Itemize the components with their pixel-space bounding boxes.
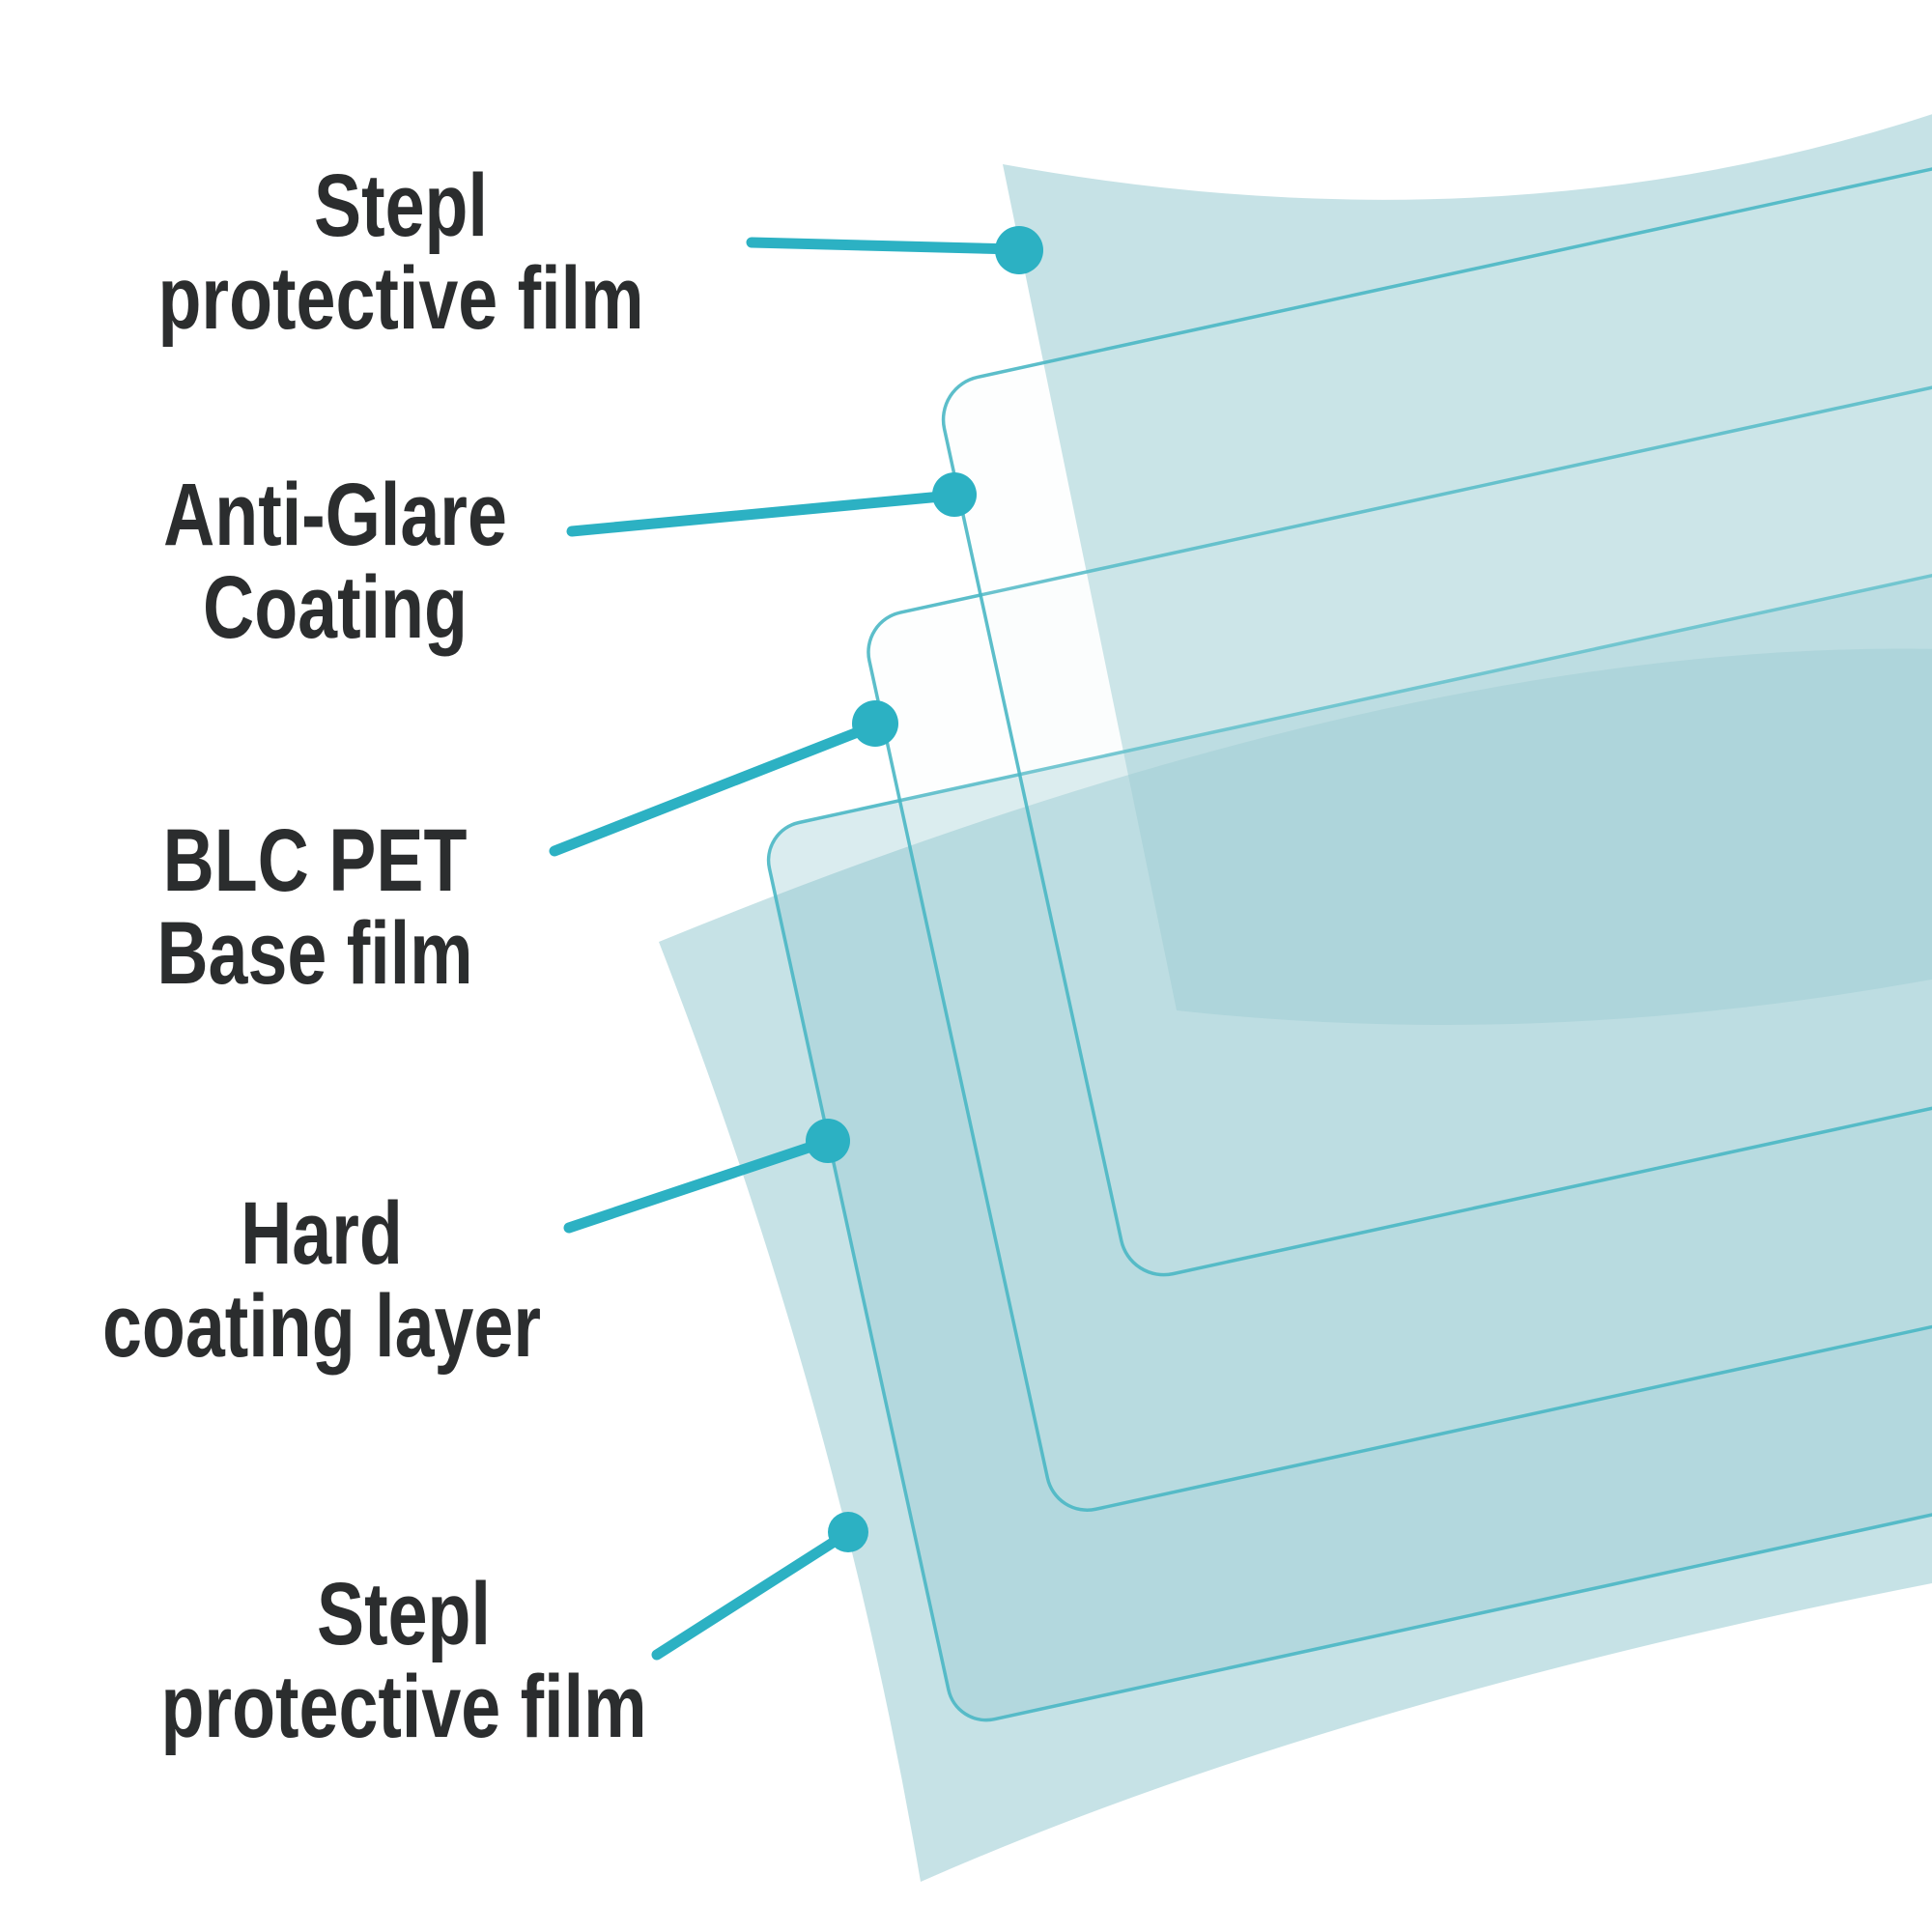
anchor-dot-stepl-top xyxy=(995,226,1043,274)
label-blc-pet-base-film: BLC PET Base film xyxy=(0,814,653,1000)
label-text: Hard coating layer xyxy=(51,1187,592,1373)
label-line: protective film xyxy=(160,1658,647,1756)
label-line: Coating xyxy=(203,558,468,657)
leader-line-blc-pet xyxy=(549,721,878,857)
sheet-anti-glare-coating xyxy=(941,53,1932,1277)
label-line: Base film xyxy=(156,904,473,1003)
leader-line-hard-coating xyxy=(563,1136,832,1234)
anchor-dot-anti-glare xyxy=(932,472,977,517)
label-line: Hard xyxy=(241,1184,403,1283)
sheet-hard-coating-layer xyxy=(766,497,1932,1722)
label-line: coating layer xyxy=(101,1277,542,1376)
leader-line-stepl-bottom xyxy=(651,1528,852,1661)
label-anti-glare-coating: Anti-Glare Coating xyxy=(0,469,673,654)
leader-line-anti-glare xyxy=(566,490,957,537)
label-text: Anti-Glare Coating xyxy=(65,469,606,654)
anchor-dot-stepl-bottom xyxy=(828,1512,868,1552)
label-line: protective film xyxy=(157,249,644,348)
label-line: BLC PET xyxy=(162,811,468,910)
label-line: Anti-Glare xyxy=(163,466,507,564)
label-text: BLC PET Base film xyxy=(44,814,585,1000)
label-text: Stepl protective film xyxy=(133,1568,674,1753)
anchor-dot-blc-pet xyxy=(852,700,898,747)
label-stepl-protective-film-bottom: Stepl protective film xyxy=(66,1568,742,1753)
label-stepl-protective-film-top: Stepl protective film xyxy=(63,159,739,345)
label-text: Stepl protective film xyxy=(130,159,671,345)
label-line: Stepl xyxy=(314,156,488,255)
leader-line-stepl-top xyxy=(746,237,1022,255)
sheet-blc-pet-base-film xyxy=(867,287,1932,1512)
label-line: Stepl xyxy=(317,1565,491,1663)
sheet-bottom-protective-film xyxy=(659,648,1932,1882)
anchor-dot-hard-coating xyxy=(806,1119,850,1163)
label-hard-coating-layer: Hard coating layer xyxy=(0,1187,660,1373)
